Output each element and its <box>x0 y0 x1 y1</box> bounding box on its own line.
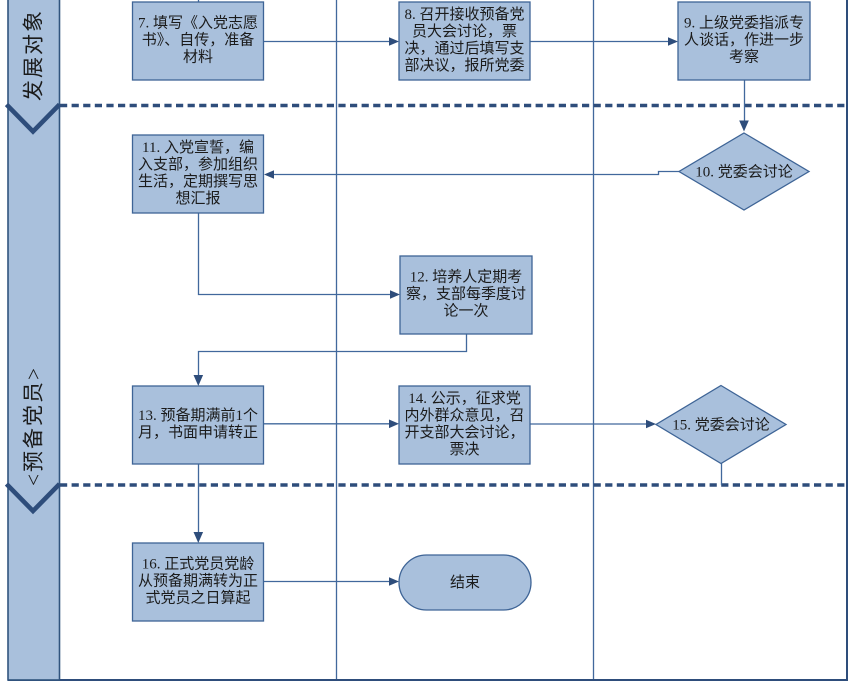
svg-text:人谈话，作进一步: 人谈话，作进一步 <box>684 32 804 49</box>
svg-text:从预备期满转为正: 从预备期满转为正 <box>138 573 258 590</box>
svg-text:考察: 考察 <box>729 48 759 66</box>
svg-text:想汇报: 想汇报 <box>175 190 220 207</box>
svg-text:8. 召开接收预备党: 8. 召开接收预备党 <box>404 6 524 23</box>
svg-text:察，支部每季度讨: 察，支部每季度讨 <box>406 285 526 303</box>
svg-text:材料: 材料 <box>183 49 213 66</box>
svg-text:13. 预备期满前1个: 13. 预备期满前1个 <box>138 407 258 424</box>
svg-text:书》、自传，准备: 书》、自传，准备 <box>142 32 255 49</box>
svg-text:员大会讨论，票: 员大会讨论，票 <box>412 23 517 40</box>
svg-text:10. 党委会讨论: 10. 党委会讨论 <box>695 164 793 181</box>
svg-text:部决议，报所党委: 部决议，报所党委 <box>404 57 524 74</box>
svg-text:发展对象: 发展对象 <box>22 9 46 101</box>
svg-text:<预备党员>: <预备党员> <box>22 366 46 486</box>
svg-text:12. 培养人定期考: 12. 培养人定期考 <box>410 269 523 286</box>
svg-text:式党员之日算起: 式党员之日算起 <box>145 589 250 607</box>
svg-text:16. 正式党员党龄: 16. 正式党员党龄 <box>142 556 255 573</box>
svg-text:11. 入党宣誓，编: 11. 入党宣誓，编 <box>142 139 254 156</box>
svg-text:14. 公示，征求党: 14. 公示，征求党 <box>408 390 521 407</box>
svg-text:9. 上级党委指派专: 9. 上级党委指派专 <box>684 15 804 32</box>
svg-text:内外群众意见，召: 内外群众意见，召 <box>404 406 524 424</box>
svg-text:15. 党委会讨论: 15. 党委会讨论 <box>672 417 770 434</box>
svg-text:7. 填写《入党志愿: 7. 填写《入党志愿 <box>138 15 258 32</box>
svg-text:月，书面申请转正: 月，书面申请转正 <box>138 424 258 441</box>
svg-text:票决: 票决 <box>449 441 479 458</box>
svg-text:决，通过后填写支: 决，通过后填写支 <box>404 40 524 57</box>
svg-text:论一次: 论一次 <box>443 303 488 320</box>
svg-text:入支部，参加组织: 入支部，参加组织 <box>138 156 258 173</box>
svg-text:结束: 结束 <box>450 574 480 591</box>
svg-text:开支部大会讨论，: 开支部大会讨论， <box>404 424 524 441</box>
svg-text:生活，定期撰写思: 生活，定期撰写思 <box>138 173 258 190</box>
